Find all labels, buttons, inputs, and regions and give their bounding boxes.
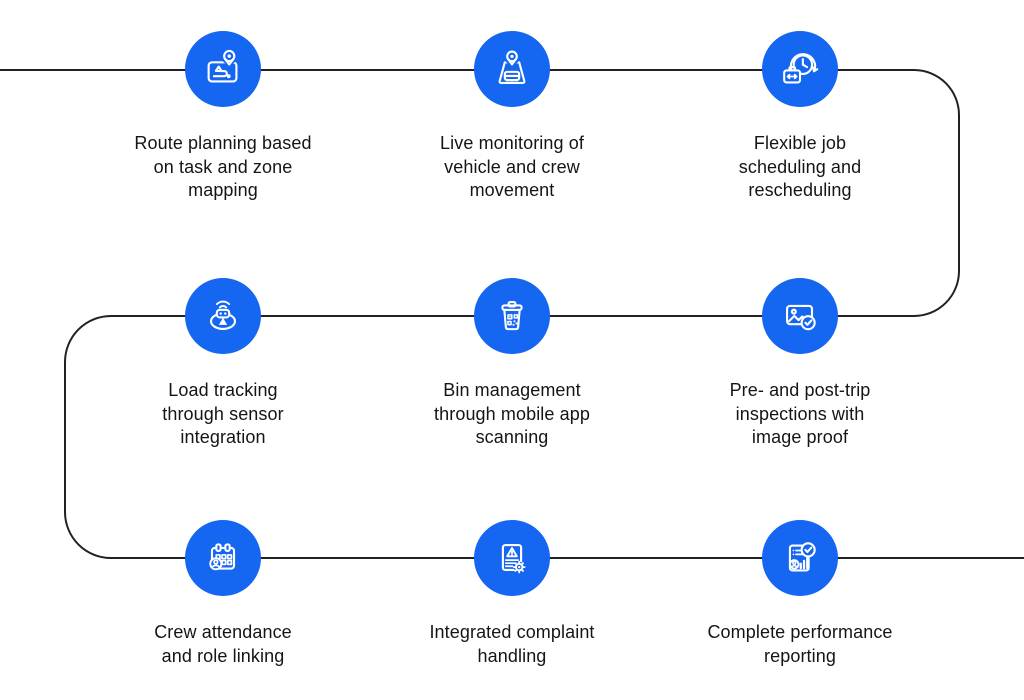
step-label: Load tracking through sensor integration [162,380,284,448]
step-performance-reporting: Complete performance reporting [650,520,950,668]
step-label: Integrated complaint handling [429,622,595,666]
sensor-signal-icon [185,278,261,354]
step-live-monitoring: Live monitoring of vehicle and crew move… [362,31,662,203]
step-crew-attendance: Crew attendance and role linking [73,520,373,668]
map-route-icon [185,31,261,107]
complaint-document-icon [474,520,550,596]
photo-check-icon [762,278,838,354]
step-job-scheduling: Flexible job scheduling and rescheduling [650,31,950,203]
schedule-clock-icon [762,31,838,107]
step-label: Live monitoring of vehicle and crew move… [440,133,584,201]
step-label: Crew attendance and role linking [154,622,292,666]
step-trip-inspections: Pre- and post-trip inspections with imag… [650,278,950,450]
step-label: Flexible job scheduling and rescheduling [738,133,862,201]
performance-report-icon [762,520,838,596]
step-label: Bin management through mobile app scanni… [434,380,590,448]
step-label: Pre- and post-trip inspections with imag… [729,380,871,448]
calendar-person-icon [185,520,261,596]
vehicle-location-icon [474,31,550,107]
step-label: Complete performance reporting [707,622,893,666]
step-load-tracking: Load tracking through sensor integration [73,278,373,450]
step-route-planning: Route planning based on task and zone ma… [73,31,373,203]
step-label: Route planning based on task and zone ma… [134,133,312,201]
bin-qr-scan-icon [474,278,550,354]
step-complaint-handling: Integrated complaint handling [362,520,662,668]
step-bin-management: Bin management through mobile app scanni… [362,278,662,450]
